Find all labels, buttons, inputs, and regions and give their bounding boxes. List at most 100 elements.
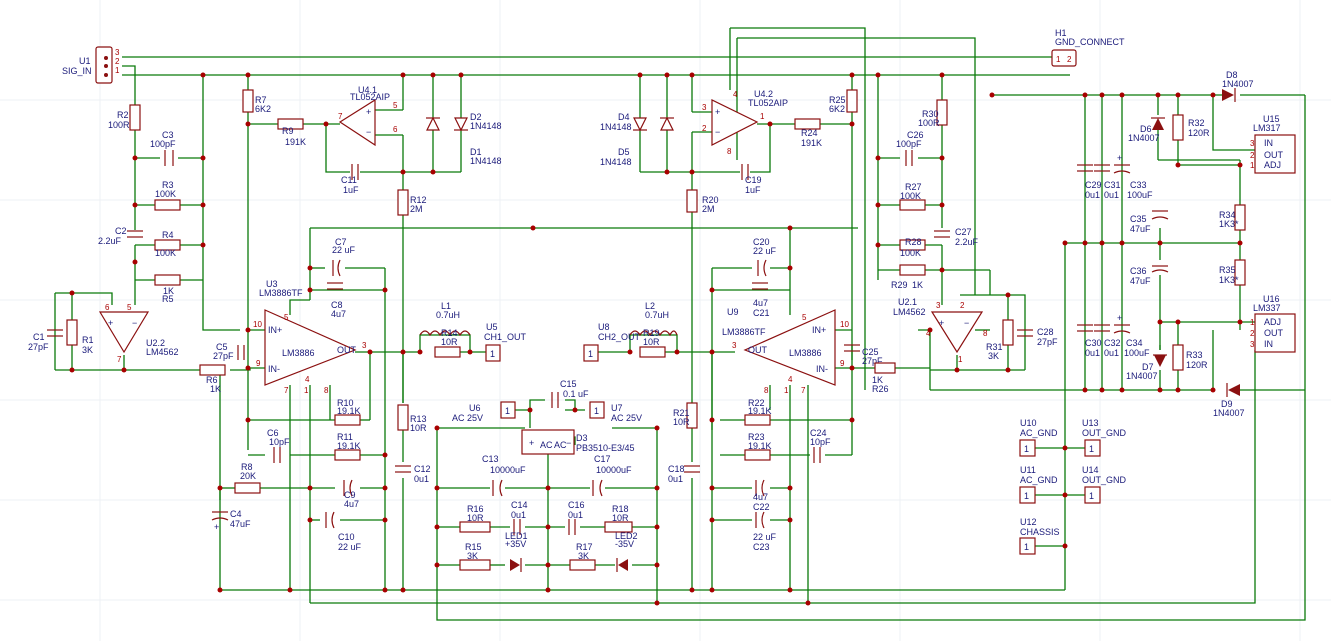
amplifier-u3[interactable]: IN+ IN- LM3886 OUT 10 9 3 5 7 1 8 4 U3LM… [253,279,367,395]
connector-u1[interactable]: 3 2 1 U1 SIG_IN [62,46,120,84]
inductor-l1[interactable]: L10.7uH [419,301,471,337]
led-led1[interactable]: LED1+35V [505,531,528,572]
led-led2[interactable]: LED2-35V [615,531,638,572]
capacitor-c2[interactable]: C22.2uF [98,226,143,246]
amplifier-u9[interactable]: IN+ IN- LM3886 OUT 10 9 3 5 7 1 8 4 U9LM… [722,307,849,395]
inductor-l2[interactable]: L20.7uH [629,301,678,337]
